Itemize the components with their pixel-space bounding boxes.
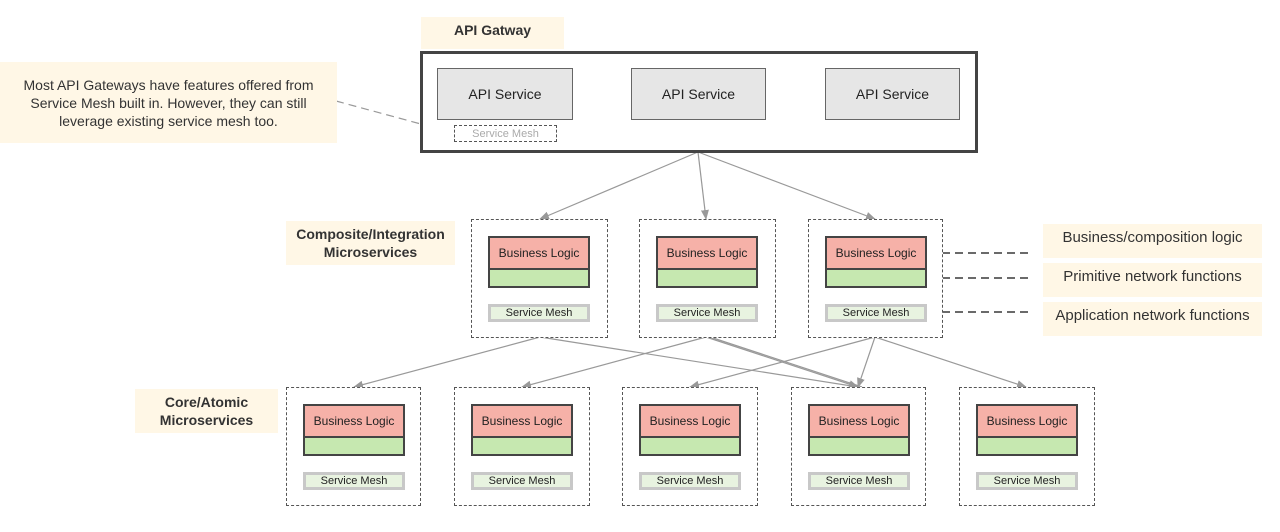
core-service-5: Business Logic Service Mesh (959, 387, 1095, 506)
business-logic-block: Business Logic (639, 404, 741, 438)
primitive-network-block (656, 270, 758, 288)
comp2-to-core2 (521, 336, 707, 389)
business-logic-block: Business Logic (808, 404, 910, 438)
core-service-4: Business Logic Service Mesh (791, 387, 926, 506)
api-service-3: API Service (825, 68, 960, 120)
note-pointer (335, 100, 455, 135)
gateway-to-composite-2 (697, 151, 709, 220)
business-logic-block: Business Logic (976, 404, 1078, 438)
core-layer-label: Core/Atomic Microservices (135, 389, 278, 433)
primitive-network-block (303, 438, 405, 456)
service-mesh-block: Service Mesh (656, 304, 758, 322)
primitive-network-block (976, 438, 1078, 456)
comp3-to-core5 (874, 336, 1027, 388)
gateway-service-mesh: Service Mesh (454, 125, 557, 142)
comp2-to-core4b (709, 336, 863, 388)
primitive-network-block (639, 438, 741, 456)
comp3-to-core3 (689, 336, 876, 389)
core-service-2: Business Logic Service Mesh (454, 387, 590, 506)
business-logic-block: Business Logic (471, 404, 573, 438)
core-service-3: Business Logic Service Mesh (622, 387, 758, 506)
service-mesh-block: Service Mesh (488, 304, 590, 322)
service-mesh-block: Service Mesh (303, 472, 405, 490)
gateway-note: Most API Gateways have features offered … (0, 62, 337, 143)
primitive-network-block (808, 438, 910, 456)
api-service-2: API Service (631, 68, 766, 120)
composite-service-3: Business Logic Service Mesh (808, 219, 943, 338)
core-service-1: Business Logic Service Mesh (286, 387, 421, 506)
business-logic-block: Business Logic (825, 236, 927, 270)
primitive-network-block (488, 270, 590, 288)
api-service-1: API Service (437, 68, 573, 120)
composite-service-1: Business Logic Service Mesh (471, 219, 608, 338)
service-mesh-block: Service Mesh (471, 472, 573, 490)
gateway-to-composite-3 (697, 151, 876, 220)
comp3-to-core4 (857, 336, 876, 388)
service-mesh-block: Service Mesh (976, 472, 1078, 490)
gateway-to-composite-1 (539, 151, 699, 220)
service-mesh-block: Service Mesh (639, 472, 741, 490)
primitive-network-block (471, 438, 573, 456)
service-mesh-block: Service Mesh (825, 304, 927, 322)
composite-layer-label: Composite/Integration Microservices (286, 221, 455, 265)
api-gateway-title: API Gatway (421, 17, 564, 49)
comp1-to-core4 (539, 336, 859, 390)
business-logic-block: Business Logic (303, 404, 405, 438)
business-logic-block: Business Logic (656, 236, 758, 270)
business-logic-block: Business Logic (488, 236, 590, 270)
legend-primitive-network: Primitive network functions (1043, 263, 1262, 297)
composite-service-2: Business Logic Service Mesh (639, 219, 776, 338)
service-mesh-block: Service Mesh (808, 472, 910, 490)
primitive-network-block (825, 270, 927, 288)
legend-business-logic: Business/composition logic (1043, 224, 1262, 258)
comp1-to-core1 (353, 336, 541, 389)
legend-application-network: Application network functions (1043, 302, 1262, 336)
